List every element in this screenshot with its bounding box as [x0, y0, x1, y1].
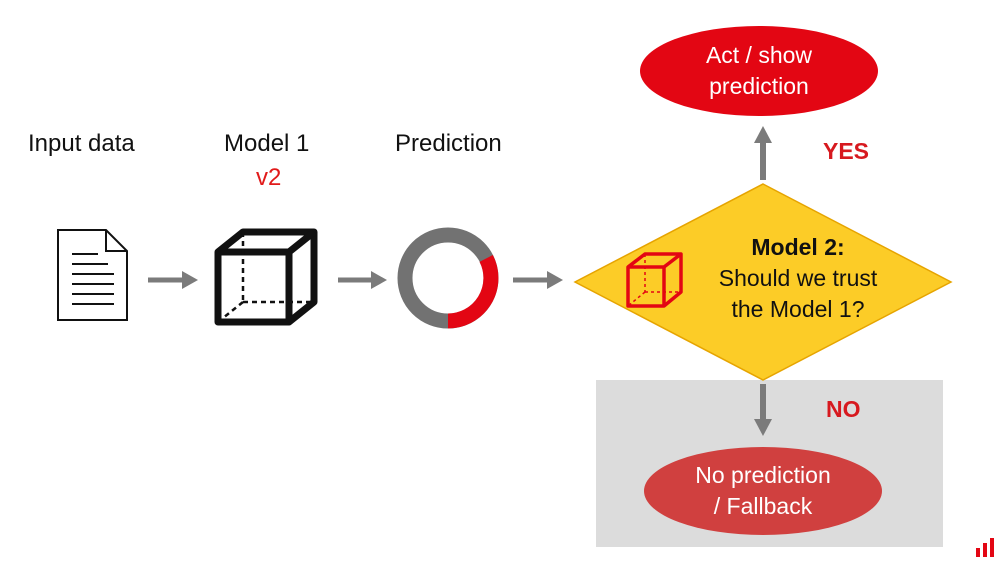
prediction-label: Prediction — [395, 130, 502, 157]
logo-bars-icon — [976, 538, 994, 557]
input-data-label: Input data — [28, 130, 135, 157]
no-outcome-line2: / Fallback — [713, 493, 813, 519]
yes-outcome-ellipse — [640, 26, 878, 116]
model1-label: Model 1 — [224, 130, 310, 157]
prediction-donut-icon — [397, 227, 499, 329]
arrow-model-to-prediction — [338, 271, 387, 289]
yes-outcome-line1: Act / show — [705, 42, 813, 68]
no-outcome-line1: No prediction — [695, 462, 831, 488]
yes-label: YES — [823, 138, 870, 164]
model-cube-icon — [214, 228, 318, 326]
yes-outcome-line2: prediction — [709, 73, 809, 99]
decision-question-line2: the Model 1? — [731, 296, 865, 322]
yes-outcome-text: Act / show prediction — [640, 40, 878, 102]
decision-diamond — [573, 183, 953, 381]
model1-version-label: v2 — [256, 164, 282, 191]
arrow-prediction-to-decision — [513, 271, 563, 289]
no-outcome-ellipse — [644, 447, 882, 535]
decision-title: Model 2: — [751, 234, 845, 260]
no-outcome-text: No prediction / Fallback — [644, 460, 882, 522]
arrow-input-to-model — [148, 271, 198, 289]
decision-question-line1: Should we trust — [718, 265, 878, 291]
no-label: NO — [826, 396, 861, 422]
decision-text: Model 2: Should we trust the Model 1? — [690, 232, 906, 325]
arrow-yes-up — [754, 126, 772, 180]
document-icon — [57, 229, 128, 321]
model2-cube-icon — [626, 252, 683, 308]
arrow-no-down — [754, 384, 772, 436]
